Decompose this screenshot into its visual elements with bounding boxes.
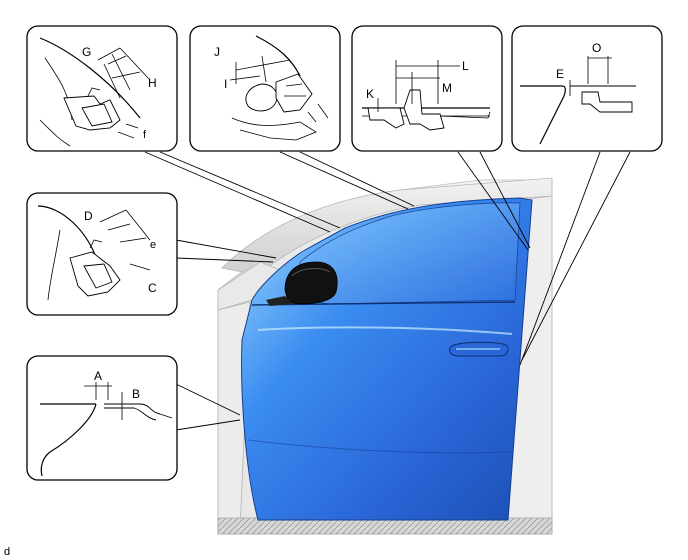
callout-top-right-b: O E [511, 25, 663, 152]
dimension-label-f: f [143, 129, 147, 141]
dimension-label-a: A [94, 369, 102, 383]
dimension-label-c: C [148, 281, 157, 295]
dimension-label-k: K [366, 87, 374, 101]
callout-top-middle: J I [189, 25, 341, 152]
leader-lines [144, 151, 631, 431]
door-handle [449, 341, 509, 357]
callout-top-right-a: L M K [351, 25, 503, 152]
dimension-label-i: I [224, 77, 227, 91]
vehicle-illustration [217, 177, 553, 535]
dimension-label-m: M [442, 81, 452, 95]
side-mirror [266, 261, 338, 306]
dimension-label-g: G [82, 45, 91, 59]
figure-code: d [4, 546, 10, 558]
dimension-label-e: E [556, 67, 564, 81]
door-window-glass [299, 202, 521, 305]
callout-middle-left: D e C [26, 192, 178, 316]
door-character-line [257, 326, 513, 335]
dimension-label-j: J [214, 45, 220, 59]
callout-bottom-left: A B [26, 355, 178, 481]
dimension-label-l: L [462, 59, 469, 73]
dimension-label-b: B [132, 387, 140, 401]
door-lower-crease [247, 439, 511, 454]
dimension-label-h: H [148, 76, 157, 90]
callout-top-left: G H f [26, 25, 178, 152]
dimension-label-o: O [592, 41, 601, 55]
dimension-label-e-small: e [150, 239, 156, 251]
dimension-label-d: D [84, 209, 93, 223]
